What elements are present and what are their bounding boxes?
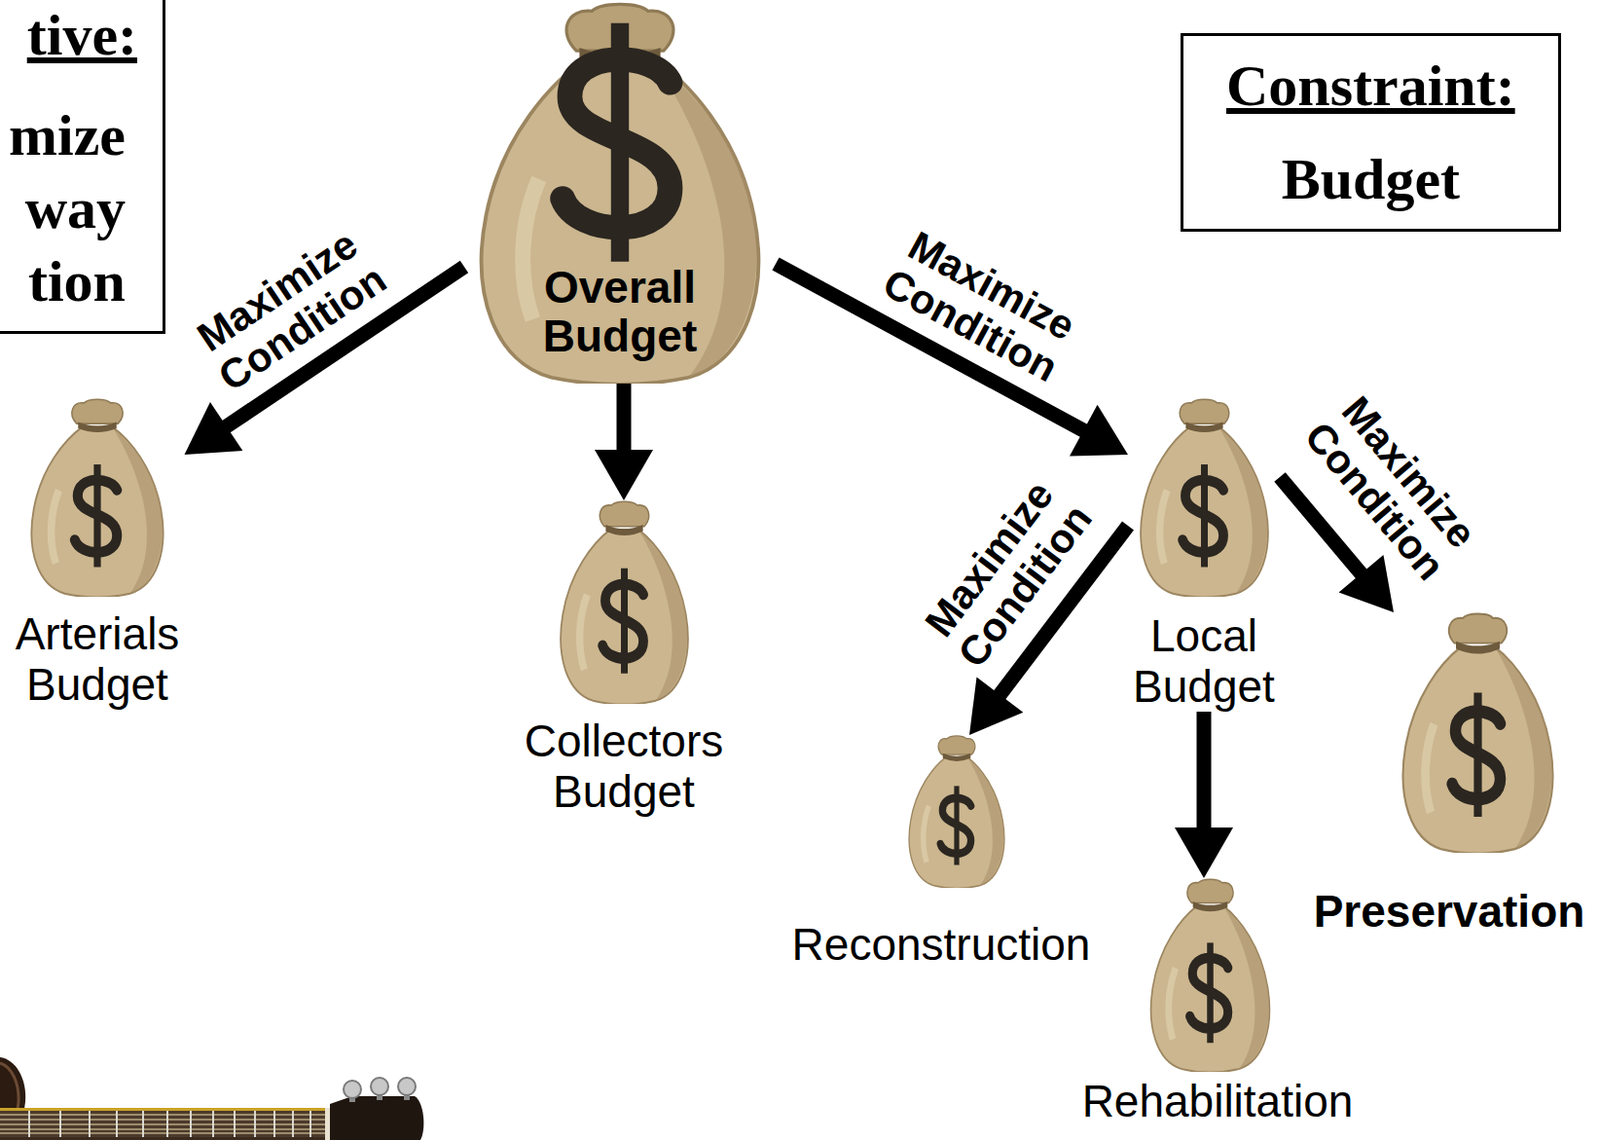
money-bag-picture [1132, 398, 1276, 597]
money-bag-picture [1143, 877, 1277, 1072]
dollar-curve [74, 479, 117, 552]
money-bag-picture [552, 500, 696, 704]
bag-ruffle [1179, 399, 1229, 424]
bag-tie [943, 753, 972, 762]
bag-highlight [522, 179, 540, 320]
box-heading: Constraint: [1226, 38, 1516, 133]
bag-highlight [1167, 967, 1175, 1039]
arrow-shaft [617, 383, 632, 452]
objective-box: tive: mize way tion [0, 0, 166, 334]
dollar-symbol [1182, 464, 1224, 567]
bag-body [1150, 906, 1270, 1072]
arrow-head [969, 676, 1023, 735]
arrow-shaft [1197, 711, 1212, 830]
edge-label-holder: Maximize Condition [910, 466, 1103, 679]
bag-label: Arterials Budget [10, 608, 185, 710]
budget-bag: Collectors Budget [519, 500, 729, 817]
bag-ruffle [72, 399, 123, 424]
dollar-curve [1182, 479, 1224, 552]
bag-shadow [111, 426, 163, 593]
money-bag-picture [23, 398, 172, 597]
bag-ruffle [1448, 613, 1506, 643]
bag-highlight [1424, 724, 1434, 813]
dollar-curve [1189, 957, 1228, 1028]
bag-shadow [1223, 906, 1270, 1069]
bag-highlight [579, 594, 587, 670]
money-bag-picture [1393, 612, 1563, 853]
edge-label: Maximize Condition [182, 217, 399, 402]
bag-body [909, 757, 1005, 888]
bag-ruffle [599, 501, 649, 526]
tuner-peg [343, 1080, 362, 1098]
guitar-binding [0, 1107, 328, 1111]
budget-bag: Preservation [1309, 612, 1591, 937]
bag-body [31, 426, 163, 597]
edge-label-holder: Maximize Condition [872, 218, 1090, 393]
budget-bag: Local Budget [1127, 398, 1280, 712]
dollar-curve [602, 583, 644, 658]
bag-shadow [1493, 647, 1552, 849]
bag-shadow [638, 529, 688, 701]
arrow-head [184, 401, 244, 455]
bag-label: Reconstruction [787, 918, 1096, 970]
dollar-curve [940, 798, 971, 854]
guitar-strings [0, 1114, 331, 1133]
bag-ruffle [938, 735, 976, 755]
arrow-head [594, 449, 654, 501]
dollar-symbol [1452, 691, 1500, 817]
bag-highlight [1159, 490, 1167, 564]
bag-label: Collectors Budget [519, 715, 729, 817]
arrow-head [1174, 827, 1234, 878]
guitar-neck [0, 1107, 331, 1140]
bag-body [560, 529, 689, 704]
bag-ruffle [1186, 878, 1233, 903]
bag-tie [1192, 901, 1228, 911]
box-heading: tive: [0, 0, 163, 73]
edge-label: Maximize Condition [1293, 381, 1491, 591]
flow-arrow [1174, 711, 1234, 878]
guitar-nut [325, 1107, 330, 1140]
box-body: Budget [1226, 132, 1516, 226]
dollar-curve [1452, 711, 1500, 800]
bag-shadow [967, 757, 1004, 886]
edge-label: Maximize Condition [910, 466, 1103, 679]
arrow-head [1069, 404, 1128, 457]
budget-bag: Arterials Budget [10, 398, 185, 710]
bag-tie [77, 421, 117, 433]
money-bag-picture [903, 734, 1011, 888]
flow-arrow [594, 383, 654, 501]
overall-budget-bag: Overall Budget [464, 1, 776, 384]
dollar-symbol [940, 785, 971, 865]
edge-label-holder: Maximize Condition [1293, 381, 1491, 591]
bag-tie [1455, 641, 1500, 655]
bag-shadow [1218, 426, 1268, 593]
dollar-curve [562, 59, 670, 228]
bag-highlight [51, 490, 60, 564]
arrow-head [1339, 554, 1394, 613]
dollar-symbol [602, 568, 644, 674]
bag-body [1402, 647, 1553, 853]
edge-label: Maximize Condition [872, 218, 1090, 393]
bag-tie [1185, 421, 1223, 433]
bag-label: Local Budget [1127, 610, 1280, 712]
bag-label: Preservation [1309, 885, 1591, 937]
box-body: mize way tion [0, 99, 126, 319]
edge-label-holder: Maximize Condition [182, 217, 399, 402]
bag-body [1140, 426, 1269, 597]
dollar-symbol [74, 464, 117, 567]
constraint-box: Constraint:Budget [1180, 33, 1562, 232]
guitar-headstock [329, 1095, 424, 1140]
tuner-peg [398, 1077, 416, 1095]
bag-tie [605, 524, 643, 536]
budget-bag: Reconstruction [787, 734, 1096, 970]
bag-label: Rehabilitation [1077, 1075, 1359, 1127]
dollar-symbol [562, 23, 670, 262]
tuner-peg [370, 1077, 389, 1095]
bag-label: Overall Budget [464, 262, 776, 361]
bag-highlight [923, 805, 930, 863]
dollar-symbol [1189, 942, 1228, 1043]
